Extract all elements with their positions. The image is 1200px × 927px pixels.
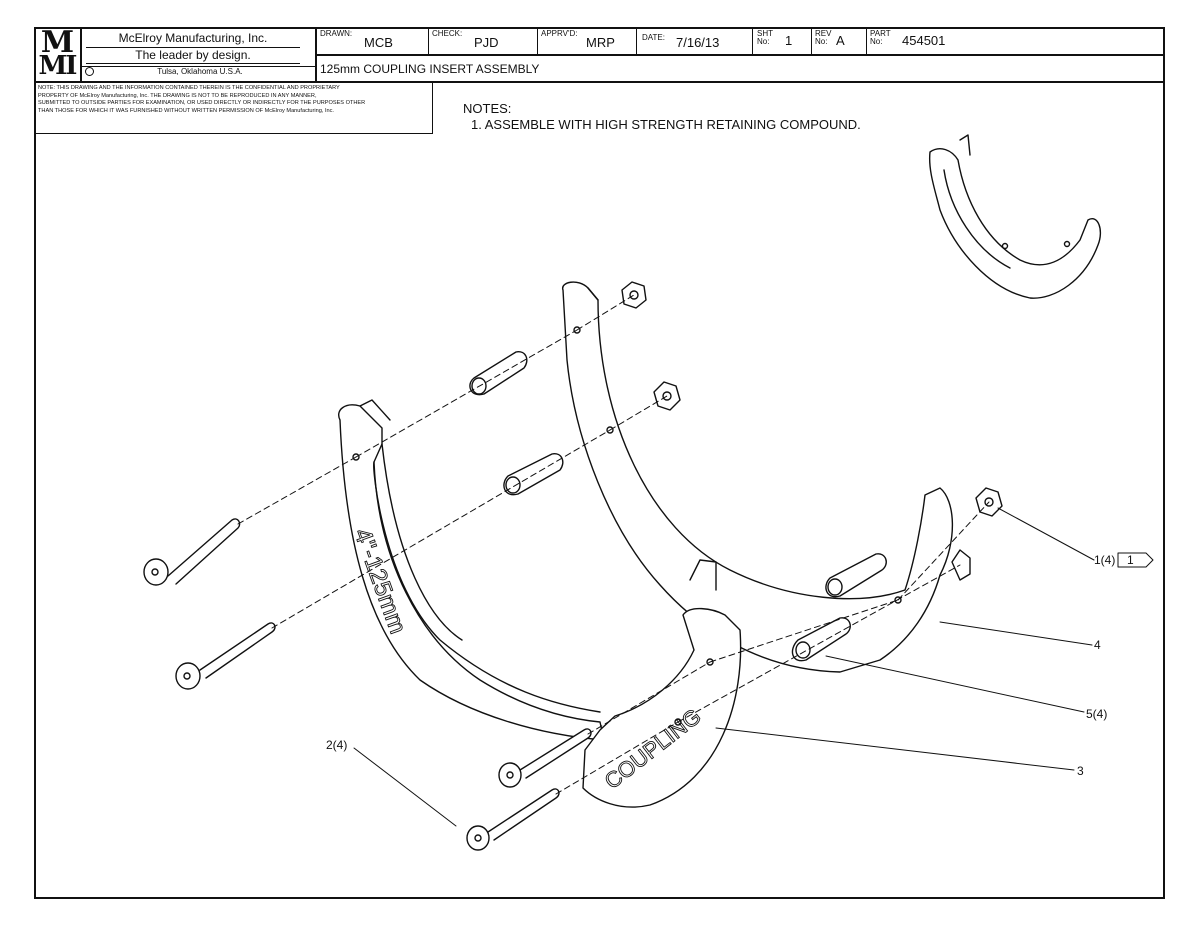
standoff-spacers — [469, 351, 887, 662]
assembled-isometric-view — [928, 134, 1102, 299]
drawing-title: 125mm COUPLING INSERT ASSEMBLY — [320, 62, 540, 76]
note-item-1: 1. ASSEMBLE WITH HIGH STRENGTH RETAINING… — [471, 117, 861, 132]
mmi-logo: M MI — [36, 25, 78, 81]
check-label: CHECK: — [432, 29, 463, 38]
drawn-label: DRAWN: — [320, 29, 353, 38]
confidential-note-line: SUBMITTED TO OUTSIDE PARTIES FOR EXAMINA… — [38, 100, 366, 107]
callout-item-1: 1(4) — [1094, 553, 1116, 567]
logo-top-text: M — [40, 25, 74, 60]
part-label-1: PART — [870, 29, 891, 38]
logo-bottom-text: MI — [38, 51, 78, 81]
part-label-2: No: — [870, 37, 883, 46]
callout-leaders — [353, 507, 1095, 827]
front-coupling-plate — [582, 607, 742, 808]
callout-item-5: 5(4) — [1086, 707, 1108, 721]
confidential-note-line: THAN THOSE FOR WHICH IT WAS FURNISHED WI… — [38, 107, 334, 114]
drawing-sheet — [34, 27, 1165, 899]
rev-value: A — [836, 33, 845, 48]
left-insert-plate — [338, 399, 605, 741]
assembly-axis-lines — [237, 294, 990, 795]
callout-item-4: 4 — [1094, 638, 1101, 652]
callout-item-1-flag: 1 — [1127, 553, 1134, 567]
company-name: McElroy Manufacturing, Inc. — [118, 31, 268, 45]
confidential-note-line: PROPERTY OF McElroy Manufacturing, Inc. … — [38, 92, 317, 99]
date-value: 7/16/13 — [676, 35, 720, 50]
sheet-label-2: No: — [757, 37, 770, 46]
rev-label-2: No: — [815, 37, 828, 46]
sheet-value: 1 — [785, 33, 793, 48]
rev-label-1: REV — [815, 29, 832, 38]
callout-item-2: 2(4) — [326, 738, 348, 752]
date-label: DATE: — [642, 33, 665, 42]
confidential-note-line: NOTE: THIS DRAWING AND THE INFORMATION C… — [38, 85, 340, 91]
sheet-label-1: SHT — [757, 29, 773, 38]
callout-item-3: 3 — [1077, 764, 1084, 778]
rear-insert-plate — [562, 281, 954, 673]
drawn-value: MCB — [364, 35, 393, 50]
check-value: PJD — [474, 35, 499, 50]
callout-flag-box — [1117, 552, 1154, 568]
notes-heading: NOTES: — [463, 101, 512, 116]
registered-mark-icon — [85, 67, 94, 76]
confidential-note: NOTE: THIS DRAWING AND THE INFORMATION C… — [38, 85, 365, 115]
apprvd-label: APPRV'D: — [541, 29, 578, 38]
apprvd-value: MRP — [586, 35, 615, 50]
socket-head-bolts — [143, 518, 592, 851]
company-slogan: The leader by design. — [135, 48, 251, 62]
company-location: Tulsa, Oklahoma U.S.A. — [157, 67, 243, 76]
part-value: 454501 — [902, 33, 946, 48]
